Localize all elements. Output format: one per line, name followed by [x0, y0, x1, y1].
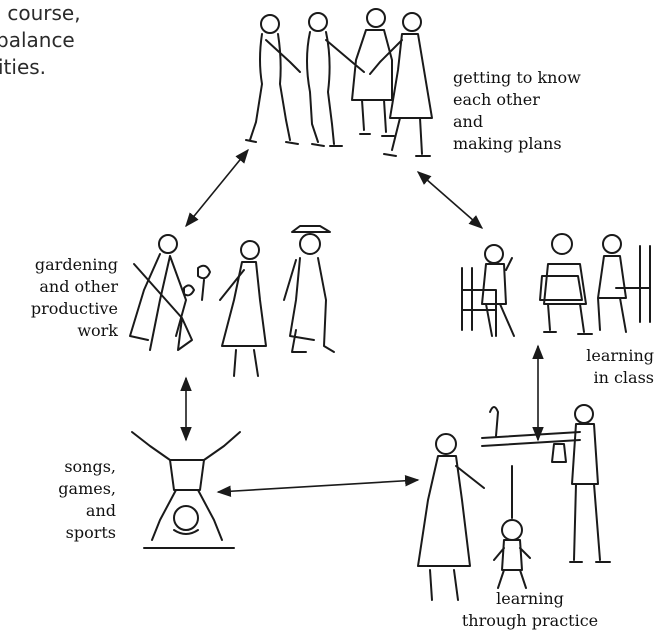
node-line: and	[85, 501, 116, 520]
node-line: games,	[58, 479, 116, 498]
intro-line: balance	[0, 28, 75, 52]
intro-text: he course, balance ities.	[0, 0, 170, 81]
people-holding-hands-icon	[245, 8, 433, 157]
node-line: and other	[39, 277, 118, 296]
node-learning-in-class: learning in class	[560, 345, 654, 389]
node-learning-through-practice: learning through practice	[438, 588, 622, 632]
node-line: work	[77, 321, 118, 340]
people-in-class-icon	[461, 233, 651, 337]
people-weighing-baby-icon	[417, 404, 611, 601]
person-handstand-icon	[131, 431, 241, 549]
node-line: learning	[586, 346, 654, 365]
node-gardening: gardening and other productive work	[0, 254, 118, 342]
node-line: and	[453, 112, 484, 131]
node-getting-to-know: getting to know each other and making pl…	[453, 67, 581, 155]
node-line: sports	[65, 523, 116, 542]
node-line: learning	[496, 589, 564, 608]
node-line: in class	[593, 368, 654, 387]
arrow-top-to-class	[416, 171, 484, 229]
node-line: gardening	[34, 255, 118, 274]
node-line: making plans	[453, 134, 562, 153]
people-gardening-icon	[129, 225, 335, 377]
node-line: productive	[30, 299, 118, 318]
arrow-songs-to-practice	[216, 475, 420, 497]
node-line: getting to know	[453, 68, 581, 87]
intro-line: he course,	[0, 1, 81, 25]
node-line: each other	[453, 90, 540, 109]
node-line: through practice	[461, 611, 599, 630]
intro-line: ities.	[0, 55, 47, 79]
arrow-top-to-gardening	[185, 148, 249, 228]
node-songs-games-sports: songs, games, and sports	[30, 456, 116, 544]
node-line: songs,	[64, 457, 116, 476]
